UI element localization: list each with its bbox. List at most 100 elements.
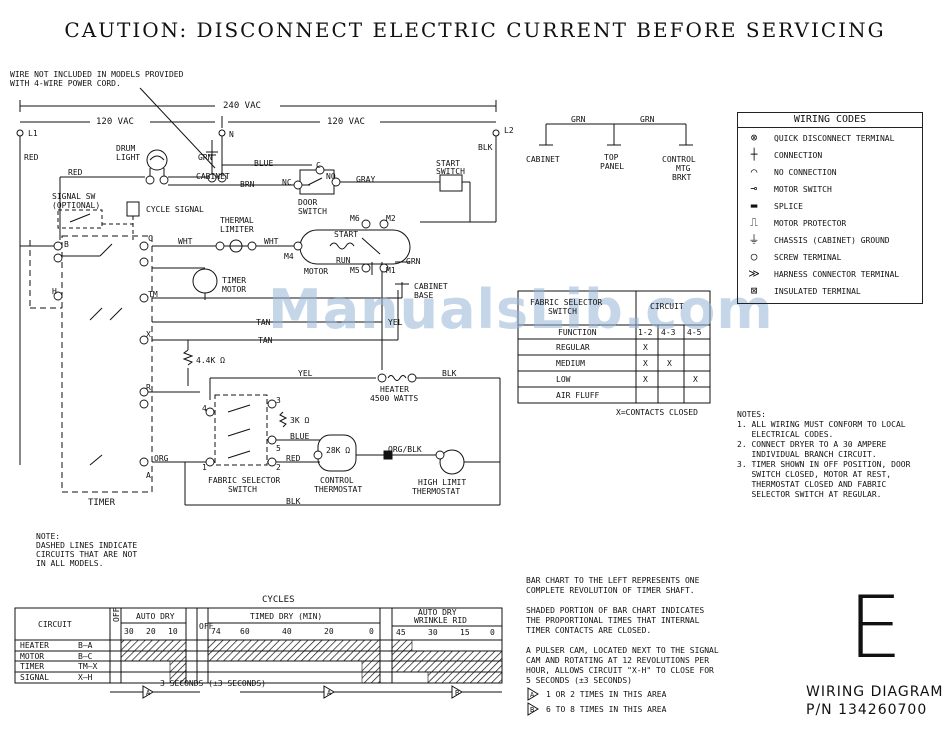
cycle-row-term: X–H xyxy=(78,673,93,682)
cabinet-base-label-2: BASE xyxy=(414,291,434,300)
fabric-table-footnote: X=CONTACTS CLOSED xyxy=(616,408,698,417)
motor-m2: M2 xyxy=(386,214,396,223)
fabric-table-header-1: FABRIC SELECTOR xyxy=(530,298,603,307)
cycles-wrinkle-2: WRINKLE RID xyxy=(414,616,467,625)
no-connection-icon: ⌒ xyxy=(750,165,758,178)
resistor-28k: 28K Ω xyxy=(326,446,351,455)
wire-note-1: WIRE NOT INCLUDED IN MODELS PROVIDED xyxy=(10,70,184,79)
auto-tick: 10 xyxy=(168,627,178,636)
wire-grn-n: GRN xyxy=(198,153,213,162)
timer-terminal-a: A xyxy=(146,471,151,480)
wire-tan-1: TAN xyxy=(256,318,271,327)
fabric-row-cell: X xyxy=(643,359,648,368)
door-c-label: C xyxy=(316,161,321,170)
timed-tick: 60 xyxy=(240,627,250,636)
ground-grn-b: GRN xyxy=(640,115,655,124)
thermal-limiter-label-1: THERMAL xyxy=(220,216,254,225)
high-limit-label-2: THERMOSTAT xyxy=(412,487,461,496)
heater-label-1: HEATER xyxy=(380,385,409,394)
l1-label: L1 xyxy=(28,129,38,138)
ground-control-2: MTG xyxy=(676,164,691,173)
control-thermostat-label-2: THERMOSTAT xyxy=(314,485,363,494)
pulse-note: 3 SECONDS (±3 SECONDS) xyxy=(160,679,266,688)
wire-blk-heater: BLK xyxy=(442,369,457,378)
auto-tick: 20 xyxy=(146,627,156,636)
wire-yel-1: YEL xyxy=(388,318,403,327)
ground-control-3: BRKT xyxy=(672,173,692,182)
start-switch-label-1: START xyxy=(436,159,461,168)
dashed-note-3: CIRCUITS THAT ARE NOT xyxy=(36,550,138,559)
cycles-auto-dry: AUTO DRY xyxy=(136,612,175,621)
wiring-code-label: HARNESS CONNECTOR TERMINAL xyxy=(774,270,900,279)
wiring-code-label: CONNECTION xyxy=(774,151,823,160)
ground-cabinet: CABINET xyxy=(526,155,560,164)
high-limit-label-1: HIGH LIMIT xyxy=(418,478,467,487)
cycle-row-name: HEATER xyxy=(20,641,49,650)
vac120-right: 120 VAC xyxy=(327,117,365,127)
legend-b-text: 6 TO 8 TIMES IN THIS AREA xyxy=(546,705,667,714)
dashed-note-2: DASHED LINES INDICATE xyxy=(36,541,138,550)
wire-blk-bottom: BLK xyxy=(286,497,301,506)
watermark: ManualsLib.com xyxy=(268,278,774,341)
motor-run-label: RUN xyxy=(336,256,351,265)
fabric-row-cell: X xyxy=(643,343,648,352)
wire-wht-2: WHT xyxy=(264,237,279,246)
notes-title: NOTES: xyxy=(737,410,766,419)
cycle-row-term: TM–X xyxy=(78,662,98,671)
control-thermostat-label-1: CONTROL xyxy=(320,476,354,485)
fabric-row-cell: X xyxy=(693,375,698,384)
timer-terminal-c: C xyxy=(148,234,153,243)
fabric-selector-label-1: FABRIC SELECTOR xyxy=(208,476,281,485)
motor-m6: M6 xyxy=(350,214,360,223)
wiring-codes-legend: WIRING CODES ⊗QUICK DISCONNECT TERMINAL┼… xyxy=(737,112,923,304)
timed-tick: 74 xyxy=(211,627,221,636)
wire-red-1: RED xyxy=(24,153,39,162)
wire-yel-2: YEL xyxy=(298,369,313,378)
drum-light-label-2: LIGHT xyxy=(116,153,141,162)
timer-terminal-b: B xyxy=(64,240,69,249)
drum-light-label-1: DRUM xyxy=(116,144,136,153)
wire-grn-motor: GRN xyxy=(406,257,421,266)
note-line: THERMOSTAT CLOSED AND FABRIC xyxy=(737,480,887,489)
signal-sw-label-1: SIGNAL SW xyxy=(52,192,96,201)
bar-note-line: HOUR, ALLOWS CIRCUIT "X-H" TO CLOSE FOR xyxy=(526,666,714,675)
screw-terminal-icon: ○ xyxy=(750,250,758,263)
marker-a: A xyxy=(146,689,151,697)
connection-icon: ┼ xyxy=(750,148,758,161)
note-line: 2. CONNECT DRYER TO A 30 AMPERE xyxy=(737,440,887,449)
note-line: SELECTOR SWITCH AT REGULAR. xyxy=(737,490,882,499)
ground-top-panel-1: TOP xyxy=(604,153,619,162)
wiring-code-label: INSULATED TERMINAL xyxy=(774,287,861,296)
dashed-note-4: IN ALL MODELS. xyxy=(36,559,104,568)
wire-tan-2: TAN xyxy=(258,336,273,345)
signal-sw-label-2: (OPTIONAL) xyxy=(52,201,101,210)
wire-org: ORG xyxy=(154,454,169,463)
motor-m5: M5 xyxy=(350,266,360,275)
wire-red-2: RED xyxy=(68,168,83,177)
wrinkle-tick: 45 xyxy=(396,628,406,637)
fabric-col-43: 4-3 xyxy=(661,328,676,337)
timed-tick: 0 xyxy=(369,627,374,636)
note-line: INDIVIDUAL BRANCH CIRCUIT. xyxy=(737,450,877,459)
fabric-col-45: 4-5 xyxy=(687,328,702,337)
legend-b-marker: B xyxy=(530,706,535,714)
ground-top-panel-2: PANEL xyxy=(600,162,625,171)
wire-gray: GRAY xyxy=(356,175,376,184)
timer-motor-label-1: TIMER xyxy=(222,276,247,285)
vac240-label: 240 VAC xyxy=(223,101,261,111)
ground-grn-a: GRN xyxy=(571,115,586,124)
insulated-terminal-icon: ⊠ xyxy=(750,284,758,297)
marker-a: A xyxy=(327,689,332,697)
timer-label: TIMER xyxy=(88,498,116,508)
fabric-selector-label-2: SWITCH xyxy=(228,485,257,494)
resistor-3k: 3K Ω xyxy=(290,416,310,425)
cycle-row-name: TIMER xyxy=(20,662,45,671)
cycles-wrinkle-1: AUTO DRY xyxy=(418,608,457,617)
fs-term-4: 4 xyxy=(202,404,207,413)
note-line: 3. TIMER SHOWN IN OFF POSITION, DOOR xyxy=(737,460,911,469)
wiring-code-label: SPLICE xyxy=(774,202,803,211)
fs-term-3: 3 xyxy=(276,396,281,405)
cycles-off-1: OFF xyxy=(112,607,121,622)
wrinkle-tick: 15 xyxy=(460,628,470,637)
cycle-row-term: B–A xyxy=(78,641,93,650)
